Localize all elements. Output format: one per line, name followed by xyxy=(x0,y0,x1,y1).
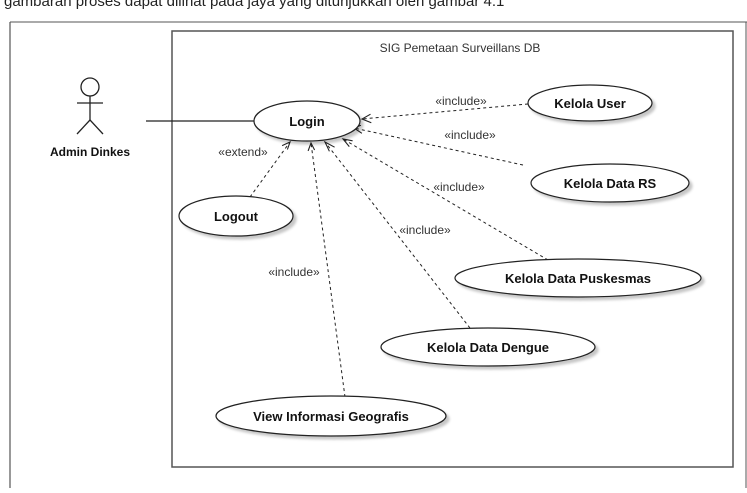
include-edge-kelola-rs xyxy=(353,127,524,166)
include-edge-kelola-puskesmas xyxy=(342,138,549,261)
use-case-logout-label: Logout xyxy=(214,209,259,224)
extend-edge-logout xyxy=(249,141,291,198)
use-case-kelola-user: Kelola User xyxy=(527,84,653,122)
system-title: SIG Pemetaan Surveillans DB xyxy=(380,41,541,55)
use-case-kelola-user-label: Kelola User xyxy=(554,96,626,111)
label-include-kelola-puskesmas: «include» xyxy=(433,180,485,194)
use-case-kelola-rs: Kelola Data RS xyxy=(530,163,690,203)
label-include-kelola-dengue: «include» xyxy=(399,223,451,237)
top-caption: gambaran proses dapat dilihat pada jaya … xyxy=(4,0,504,10)
use-case-kelola-rs-label: Kelola Data RS xyxy=(564,176,657,191)
use-case-view-geo-label: View Informasi Geografis xyxy=(253,409,409,424)
label-include-kelola-user: «include» xyxy=(435,94,487,108)
use-case-login: Login xyxy=(253,100,361,142)
include-edge-view-geo xyxy=(310,142,346,398)
label-extend-logout: «extend» xyxy=(218,145,268,159)
actor-label: Admin Dinkes xyxy=(50,145,130,159)
use-case-kelola-dengue: Kelola Data Dengue xyxy=(380,327,596,367)
use-case-view-geo: View Informasi Geografis xyxy=(215,395,447,437)
use-case-login-label: Login xyxy=(289,114,324,129)
use-case-kelola-dengue-label: Kelola Data Dengue xyxy=(427,340,549,355)
include-edge-kelola-user xyxy=(361,103,529,120)
actor-admin-dinkes xyxy=(76,77,104,135)
actor-head xyxy=(80,77,100,97)
use-case-logout: Logout xyxy=(178,195,294,237)
label-include-view-geo: «include» xyxy=(268,265,320,279)
use-case-kelola-puskesmas: Kelola Data Puskesmas xyxy=(454,258,702,298)
label-include-kelola-rs: «include» xyxy=(444,128,496,142)
use-case-kelola-puskesmas-label: Kelola Data Puskesmas xyxy=(505,271,651,286)
